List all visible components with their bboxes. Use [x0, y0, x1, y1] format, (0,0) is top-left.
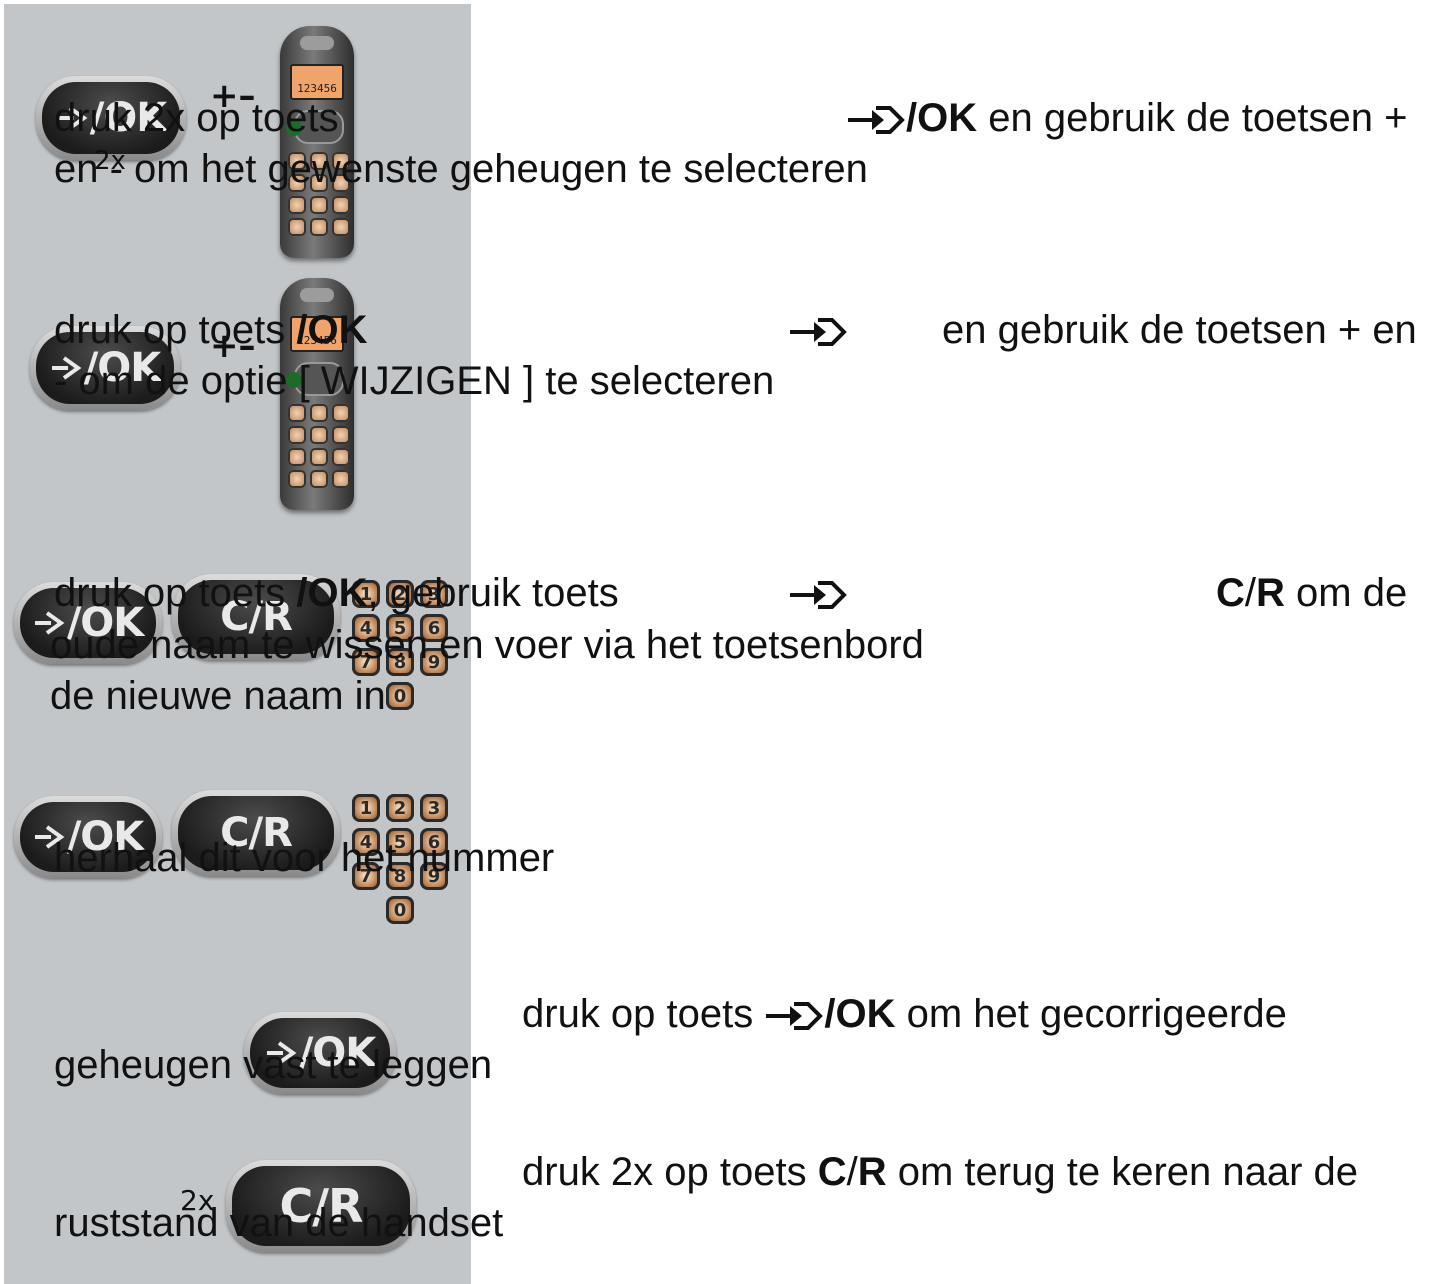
ok-bold: /OK — [296, 308, 368, 352]
handset-image: 123456 — [280, 278, 354, 510]
handset-screen: 123456 — [290, 64, 344, 100]
numpad-key: 9 — [420, 648, 448, 676]
step-2-line-2: - om de optie [ WIJZIGEN ] te selecteren — [54, 359, 775, 403]
ok-bold: /OK — [824, 992, 896, 1036]
step-5-line-2: geheugen vast te leggen — [54, 1043, 493, 1087]
handset-earpiece — [300, 36, 334, 50]
enter-arrow-icon — [34, 825, 65, 849]
ok-bold: /OK — [296, 571, 368, 615]
numpad-key: 5 — [386, 828, 414, 856]
ok-key-label: /OK — [250, 1018, 390, 1088]
numpad-key: 2 — [386, 580, 414, 608]
step-3-line-1-cr: C/R om de — [1216, 571, 1408, 615]
step-2-line-1a: druk op toets /OK — [54, 305, 368, 356]
handset-image: 123456 — [280, 26, 354, 258]
handset-call-key — [286, 372, 302, 388]
enter-arrow-icon — [34, 611, 65, 635]
enter-arrow-icon — [266, 1041, 297, 1065]
ok-key-label: /OK — [20, 588, 156, 658]
numpad-key: 1 — [352, 580, 380, 608]
numpad-key: 6 — [420, 614, 448, 642]
plus-minus-label: +– — [210, 326, 256, 366]
step-3-text-a: druk op toets — [54, 571, 297, 615]
handset-keypad — [288, 152, 350, 236]
numpad-key: 0 — [386, 896, 414, 924]
step-4-line-1: herhaal dit voor het nummer — [54, 836, 555, 880]
step-2-text-a: druk op toets — [54, 308, 297, 352]
numpad-key: 4 — [352, 614, 380, 642]
step-1-text-a: druk 2x op toets — [54, 96, 339, 140]
enter-arrow-icon — [766, 1002, 824, 1031]
step-6-line-2: ruststand van de handset — [54, 1201, 504, 1245]
numpad-key: 2 — [386, 794, 414, 822]
step-3-line-2: oude naam te wissen en voer via het toet… — [50, 623, 924, 667]
enter-arrow-icon — [57, 106, 88, 130]
cr-key-label: C/R — [178, 796, 334, 870]
r-bold: R — [1256, 571, 1285, 615]
numpad-key: 6 — [420, 828, 448, 856]
cr-key-label: C/R — [232, 1166, 410, 1246]
ok-key-button: /OK — [14, 582, 162, 664]
handset-screen: 123456 — [290, 316, 344, 352]
ok-key-label: /OK — [36, 332, 174, 404]
numpad-key: 7 — [352, 648, 380, 676]
step-5-line-1: druk op toets /OK om het gecorrigeerde — [522, 992, 1287, 1036]
cr-key-button: C/R — [172, 790, 340, 876]
ok-key-button: /OK — [30, 326, 180, 410]
enter-arrow-icon — [51, 356, 82, 380]
numpad-key: 8 — [386, 862, 414, 890]
ok-bold: /OK — [906, 96, 978, 140]
handset-call-key — [286, 120, 302, 136]
cr-key-button: C/R — [172, 574, 340, 660]
c-bold: C — [1216, 571, 1245, 615]
cr-key-button: C/R — [226, 1160, 416, 1252]
step-2-line-1c: en gebruik de toetsen + en — [942, 308, 1417, 352]
numeric-keypad: 1 2 3 4 5 6 7 8 9 0 — [352, 580, 448, 710]
step-1-line-1b: /OK en gebruik de toetsen + — [846, 93, 1407, 144]
numeric-keypad: 1 2 3 4 5 6 7 8 9 0 — [352, 794, 448, 924]
enter-arrow-icon — [790, 581, 847, 610]
ok-key-label: /OK — [20, 802, 156, 872]
step-6-line-1: druk 2x op toets C/R om terug te keren n… — [522, 1150, 1359, 1194]
step-3-text-c: , gebruik toets — [367, 571, 619, 615]
cr-key-label: C/R — [178, 580, 334, 654]
step-3-line-3: de nieuwe naam in — [50, 674, 386, 718]
numpad-key: 0 — [386, 682, 414, 710]
ok-key-button: /OK — [244, 1012, 396, 1094]
twice-label: 2x — [180, 1184, 215, 1217]
numpad-key: 7 — [352, 862, 380, 890]
ok-key-button: /OK — [14, 796, 162, 878]
numpad-key: 3 — [420, 794, 448, 822]
numpad-key: 4 — [352, 828, 380, 856]
step-3-line-1a: druk op toets /OK, gebruik toets — [54, 568, 619, 619]
enter-arrow-icon — [790, 318, 847, 347]
step-1-text-c: en gebruik de toetsen + — [977, 96, 1408, 140]
ok-key-button: /OK — [36, 76, 186, 160]
step-1-line-1a: druk 2x op toets — [54, 93, 339, 144]
handset-keypad — [288, 404, 350, 488]
twice-label: 2x — [94, 146, 126, 176]
step-2-arrow — [788, 305, 848, 356]
numpad-key: 8 — [386, 648, 414, 676]
handset-nav-key — [294, 362, 344, 396]
numpad-key: 5 — [386, 614, 414, 642]
c-bold: C — [817, 1150, 847, 1194]
ok-key-label: /OK — [42, 82, 180, 154]
numpad-key: 3 — [420, 580, 448, 608]
step-3-arrow — [788, 568, 848, 619]
numpad-key: 9 — [420, 862, 448, 890]
numpad-key: 1 — [352, 794, 380, 822]
enter-arrow-icon — [848, 106, 905, 135]
plus-minus-label: +– — [210, 76, 256, 116]
handset-earpiece — [300, 288, 334, 302]
r-bold: R — [857, 1150, 887, 1194]
step-1-line-2: en - om het gewenste geheugen te selecte… — [54, 147, 868, 191]
